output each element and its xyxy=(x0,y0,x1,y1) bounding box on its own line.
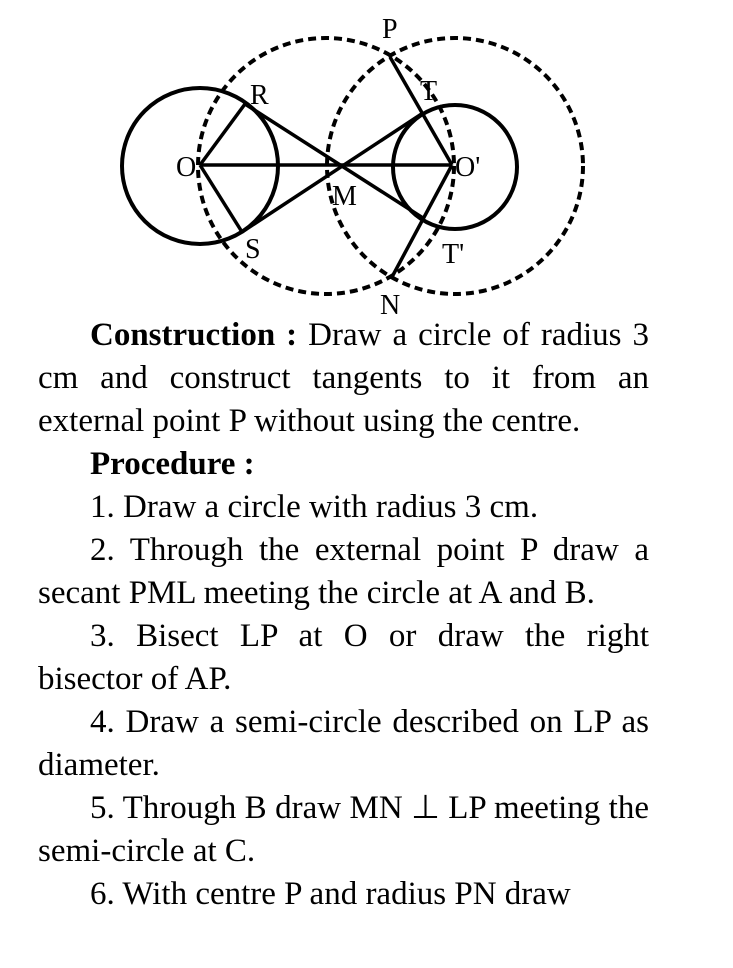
label-o-prime: O' xyxy=(455,152,480,183)
construction-text: Draw a circle of radius 3 cm and constru… xyxy=(38,317,649,439)
line-os xyxy=(198,164,244,233)
label-s: S xyxy=(245,234,261,265)
procedure-heading: Procedure : xyxy=(38,443,649,486)
procedure-step: 3. Bisect LP at O or draw the right bise… xyxy=(38,618,649,697)
line-on xyxy=(390,164,454,278)
procedure-heading-text: Procedure : xyxy=(90,446,255,482)
procedure-step: 4. Draw a semi-circle described on LP as… xyxy=(38,704,649,783)
label-t: T xyxy=(420,76,437,107)
label-t-prime: T' xyxy=(442,239,464,270)
procedure-step: 5. Through B draw MN ⊥ LP meeting the se… xyxy=(38,790,649,869)
dashed-circle-left xyxy=(196,36,456,296)
line-or xyxy=(198,102,247,167)
circle-o-prime xyxy=(391,103,519,231)
procedure-step: 2. Through the external point P draw a s… xyxy=(38,532,649,611)
construction-diagram: P R T O O' M S T' N xyxy=(120,14,585,320)
label-r: R xyxy=(250,80,269,111)
label-n: N xyxy=(380,290,400,320)
label-m: M xyxy=(332,181,357,212)
line-po xyxy=(388,56,454,166)
construction-paragraph: Construction : Draw a circle of radius 3… xyxy=(38,314,649,443)
dashed-circle-right xyxy=(325,36,585,296)
procedure-step: 1. Draw a circle with radius 3 cm. xyxy=(90,489,539,525)
construction-heading: Construction : xyxy=(90,317,298,353)
body-text: Construction : Draw a circle of radius 3… xyxy=(38,314,649,916)
procedure-step: 6. With centre P and radius PN draw xyxy=(90,876,571,912)
tangent-st xyxy=(241,111,424,234)
label-o: O xyxy=(176,152,196,183)
tangent-rt xyxy=(244,102,424,220)
label-p: P xyxy=(382,14,398,45)
